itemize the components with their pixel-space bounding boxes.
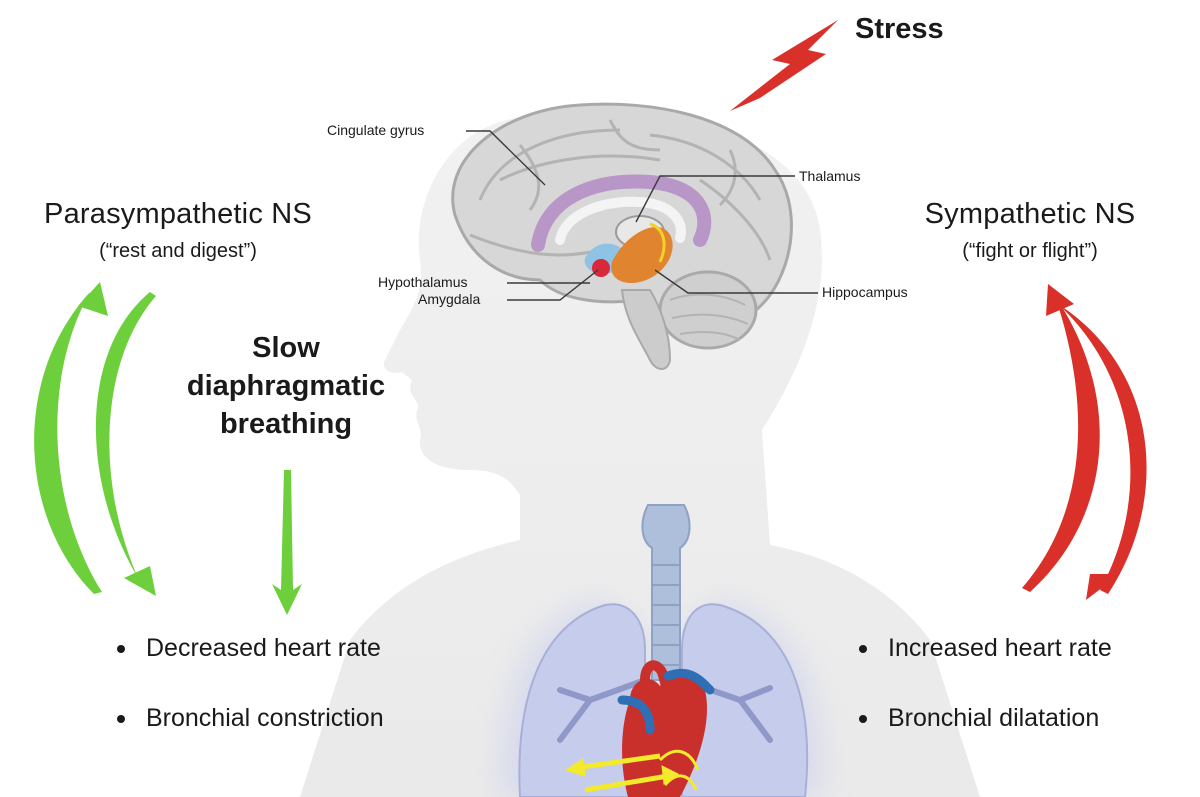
parasympathetic-title: Parasympathetic NS	[44, 198, 312, 230]
list-item: Decreased heart rate	[112, 630, 384, 666]
head-silhouette	[300, 115, 980, 797]
parasympathetic-effects-list: Decreased heart rate Bronchial constrict…	[112, 630, 384, 770]
sympathetic-title: Sympathetic NS	[924, 198, 1136, 230]
list-item: Bronchial constriction	[112, 700, 384, 736]
airflow-arrows	[564, 753, 679, 793]
brain	[451, 102, 793, 370]
heart	[617, 660, 715, 797]
list-item: Bronchial dilatation	[854, 700, 1112, 736]
stress-bolt-icon	[730, 20, 838, 111]
breathing-arrow	[272, 470, 302, 615]
sympathetic-arrow-down-head	[1086, 574, 1120, 600]
parasympathetic-arrows	[34, 282, 156, 596]
amygdala-label: Amygdala	[418, 291, 481, 307]
parasympathetic-arrow-up	[34, 292, 103, 594]
cingulate-gyrus-label: Cingulate gyrus	[327, 122, 425, 138]
stress-label: Stress	[855, 13, 944, 45]
breathing-line-1: Slow	[252, 332, 320, 364]
hippocampus-label: Hippocampus	[822, 284, 908, 300]
list-item: Increased heart rate	[854, 630, 1112, 666]
sympathetic-arrows	[1022, 284, 1147, 600]
sympathetic-subtitle: (“fight or flight”)	[962, 240, 1098, 262]
sympathetic-arrow-up	[1058, 304, 1147, 594]
sympathetic-effects-list: Increased heart rate Bronchial dilatatio…	[854, 630, 1112, 770]
parasympathetic-arrow-down	[95, 292, 156, 578]
breathing-line-3: breathing	[219, 408, 353, 440]
brain-label-leaders	[466, 130, 818, 301]
breathing-line-2: diaphragmatic	[186, 370, 386, 402]
parasympathetic-subtitle: (“rest and digest”)	[99, 240, 257, 262]
hypothalamus-label: Hypothalamus	[378, 274, 468, 290]
lungs	[500, 600, 822, 797]
sympathetic-arrow-down	[1022, 296, 1100, 592]
breathing-label: Slow diaphragmatic breathing	[187, 329, 385, 443]
thalamus-label: Thalamus	[799, 168, 861, 184]
